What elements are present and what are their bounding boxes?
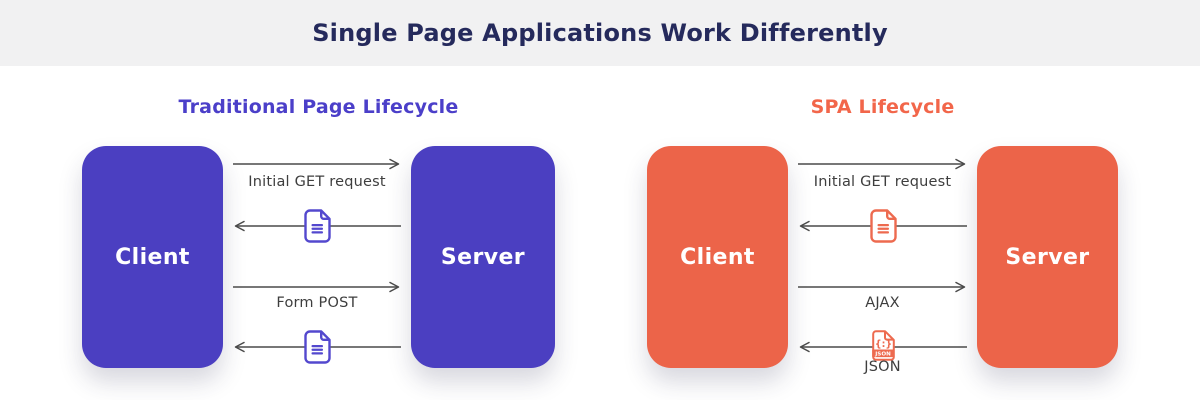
spa-client-box: Client bbox=[647, 146, 788, 368]
json-file-icon: {:} JSON bbox=[871, 330, 895, 361]
json-banner-label: JSON bbox=[874, 352, 891, 358]
arrow-right-initial-get-spa bbox=[798, 158, 967, 170]
flow-label-form-post: Form POST bbox=[276, 295, 358, 311]
traditional-server-box: Server bbox=[411, 146, 555, 368]
arrow-right-ajax bbox=[798, 281, 967, 293]
document-icon bbox=[303, 209, 331, 243]
page-title: Single Page Applications Work Differentl… bbox=[312, 19, 888, 47]
spa-client-label: Client bbox=[680, 244, 755, 270]
arrow-right-form-post bbox=[233, 281, 401, 293]
json-braces-glyph: {:} bbox=[874, 339, 891, 350]
traditional-client-label: Client bbox=[115, 244, 190, 270]
document-icon bbox=[303, 330, 331, 364]
document-icon bbox=[869, 209, 897, 243]
spa-lifecycle-heading: SPA Lifecycle bbox=[810, 96, 955, 118]
flow-label-json: JSON bbox=[864, 359, 901, 375]
flow-label-initial-get-spa: Initial GET request bbox=[813, 174, 952, 190]
flow-label-ajax: AJAX bbox=[865, 295, 900, 311]
traditional-server-label: Server bbox=[440, 244, 526, 270]
arrow-right-initial-get bbox=[233, 158, 401, 170]
flow-label-initial-get: Initial GET request bbox=[248, 174, 386, 190]
title-bar: Single Page Applications Work Differentl… bbox=[0, 0, 1200, 66]
spa-server-label: Server bbox=[1005, 244, 1090, 270]
spa-flows: Initial GET request AJAX bbox=[788, 146, 977, 375]
traditional-lifecycle-heading: Traditional Page Lifecycle bbox=[178, 96, 459, 118]
spa-server-box: Server bbox=[977, 146, 1118, 368]
traditional-client-box: Client bbox=[82, 146, 223, 368]
traditional-flows: Initial GET request Form POST bbox=[223, 146, 411, 368]
